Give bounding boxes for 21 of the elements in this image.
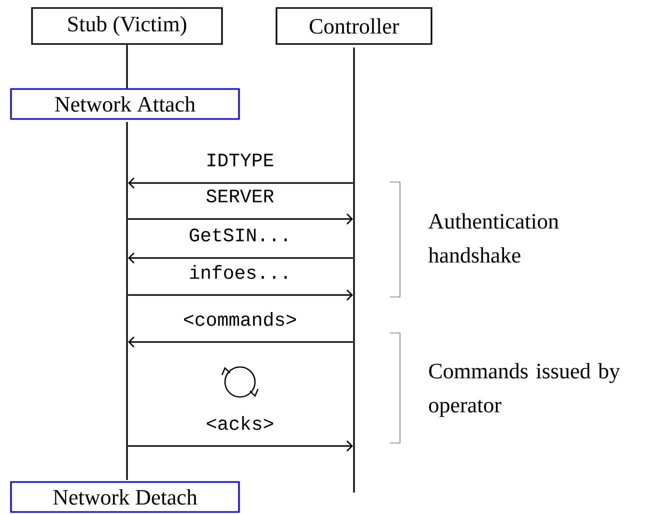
bracket-label: Commands issued by operator [429, 363, 620, 417]
participant-box: Stub (Victim) [31, 7, 223, 45]
bracket-label: Authentication handshake [428, 213, 559, 263]
event-box: Network Attach [10, 88, 240, 120]
message-arrow [128, 178, 353, 188]
message-label: GetSIN... [190, 228, 287, 242]
event-box: Network Detach [10, 481, 240, 513]
message-label: SERVER [206, 190, 274, 202]
message-arrow [128, 290, 353, 300]
message-label: infoes... [190, 265, 287, 279]
message-arrow [128, 252, 353, 264]
message-arrow [128, 214, 353, 224]
message-label: IDTYPE [208, 154, 274, 166]
message-arrow [128, 440, 353, 452]
message-label: <commands> [184, 312, 296, 326]
lifeline [126, 44, 128, 88]
message-label: <acks> [206, 416, 274, 430]
participant-box: Controller [276, 7, 432, 45]
message-arrow [128, 336, 353, 348]
lifeline [353, 48, 355, 492]
lifeline [126, 122, 128, 480]
